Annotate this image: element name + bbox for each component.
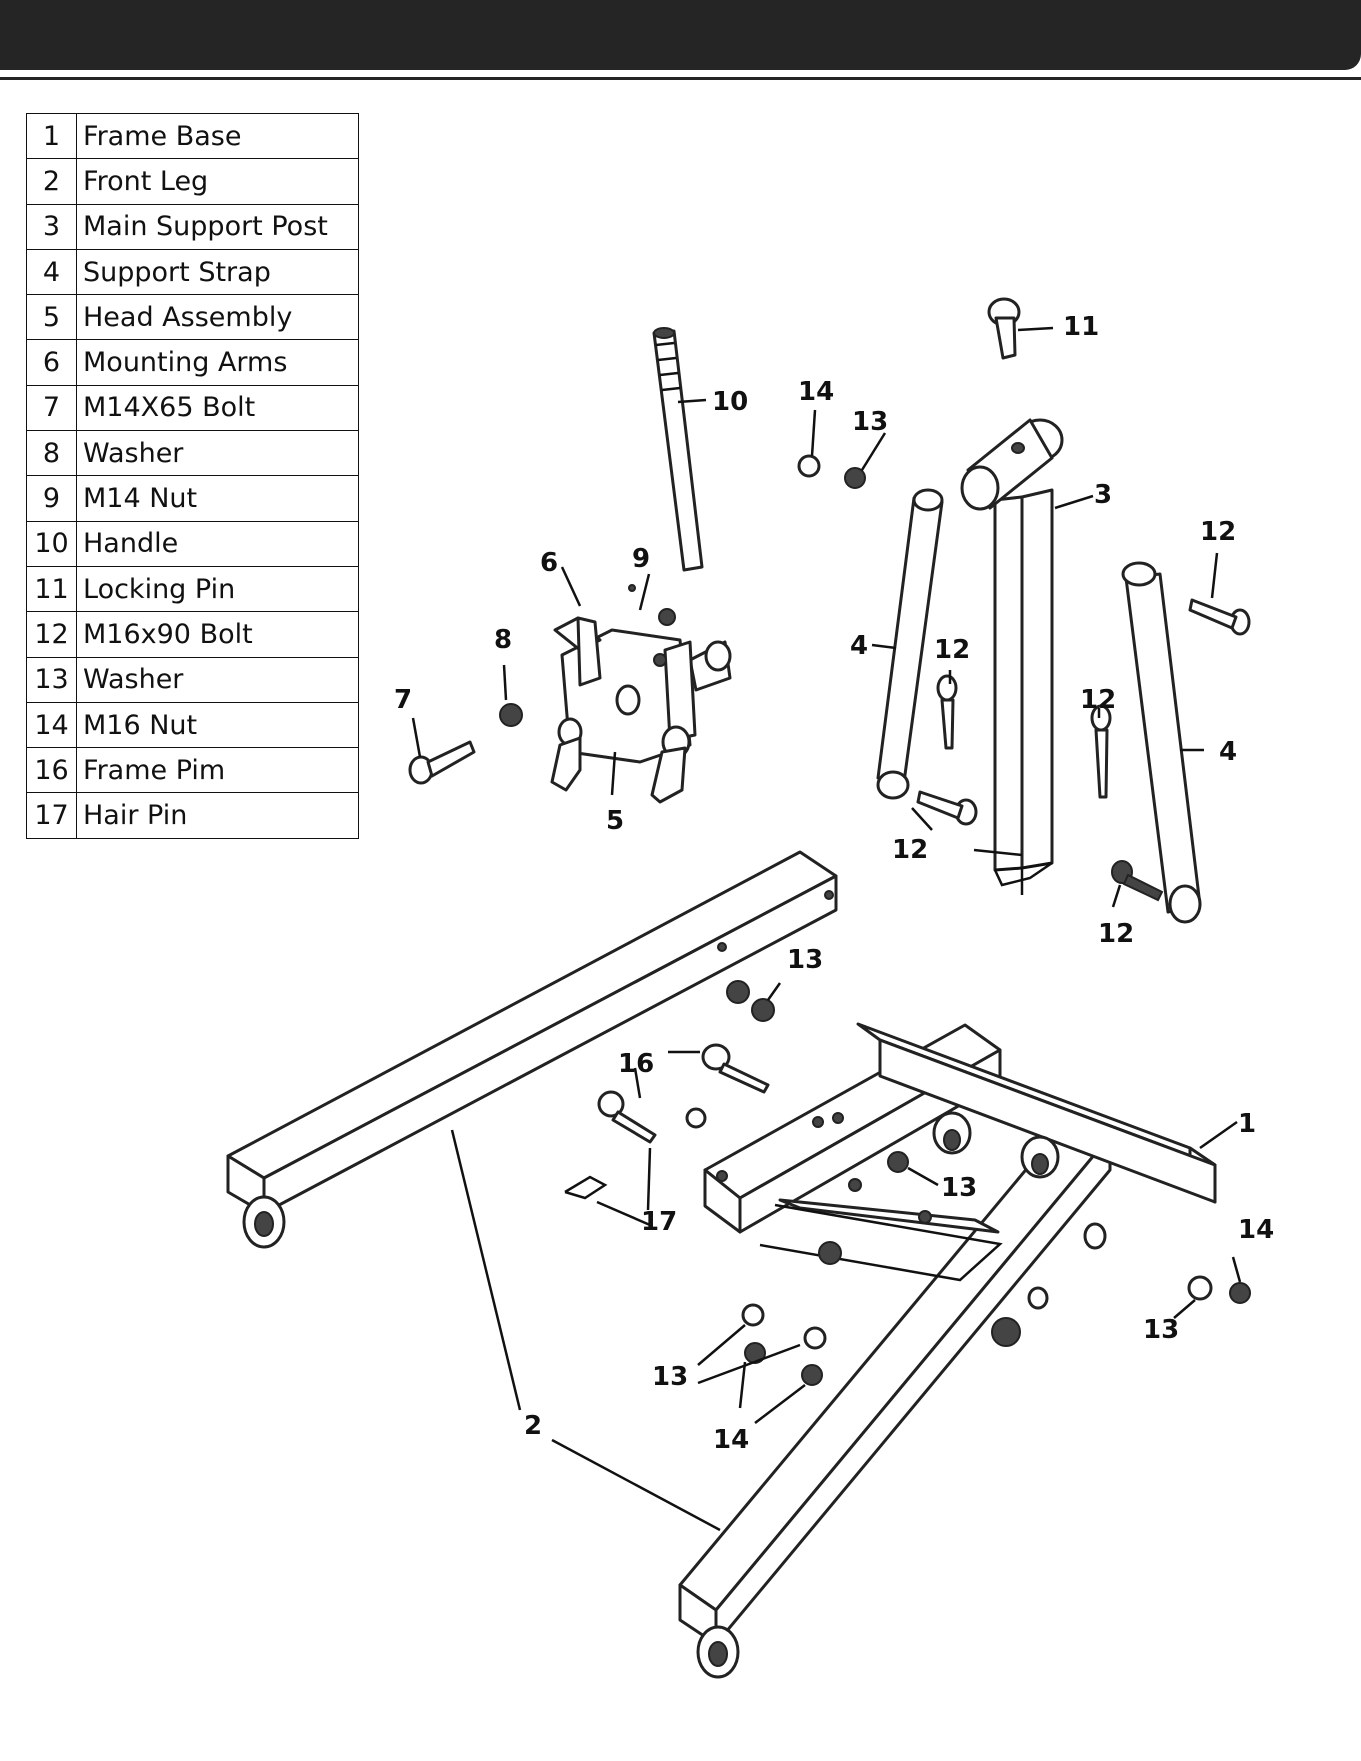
head-assembly (552, 585, 730, 802)
callout-13: 13 (787, 945, 823, 975)
callout-14: 14 (798, 377, 834, 407)
callout-6: 6 (540, 548, 558, 578)
callout-2: 2 (524, 1411, 542, 1441)
bolt-m16x90 (1112, 861, 1162, 900)
locking-pin (989, 299, 1019, 358)
callout-13: 13 (852, 407, 888, 437)
hair-pin (565, 1177, 605, 1198)
callout-7: 7 (394, 685, 412, 715)
callout-17: 17 (641, 1207, 677, 1237)
callout-10: 10 (712, 387, 748, 417)
callout-16: 16 (618, 1049, 654, 1079)
callout-12: 12 (1080, 685, 1116, 715)
callout-5: 5 (606, 806, 624, 836)
support-strap-left (878, 490, 942, 798)
callout-8: 8 (494, 625, 512, 655)
callout-11: 11 (1063, 312, 1099, 342)
callout-13: 13 (941, 1173, 977, 1203)
callout-4: 4 (850, 631, 868, 661)
callout-12: 12 (1098, 919, 1134, 949)
caster-wheel (698, 1627, 738, 1677)
callout-9: 9 (632, 544, 650, 574)
frame-pin (703, 1045, 768, 1092)
bolt-m16x90 (1190, 600, 1249, 634)
callout-4: 4 (1219, 737, 1237, 767)
callout-12: 12 (892, 835, 928, 865)
frame-pin (599, 1092, 655, 1142)
caster-wheel (244, 1197, 284, 1247)
callout-14: 14 (713, 1425, 749, 1455)
bolt-m16x90 (918, 792, 976, 824)
support-strap-right (1123, 563, 1200, 922)
bolt-m16x90 (938, 676, 956, 748)
callout-13: 13 (1143, 1315, 1179, 1345)
callout-3: 3 (1094, 480, 1112, 510)
callout-12: 12 (1200, 517, 1236, 547)
handle (654, 328, 702, 570)
callout-14: 14 (1238, 1215, 1274, 1245)
callout-13: 13 (652, 1362, 688, 1392)
callout-1: 1 (1238, 1109, 1256, 1139)
bolt-m16x90 (1092, 706, 1110, 797)
callout-12: 12 (934, 635, 970, 665)
main-support-post (962, 420, 1062, 895)
